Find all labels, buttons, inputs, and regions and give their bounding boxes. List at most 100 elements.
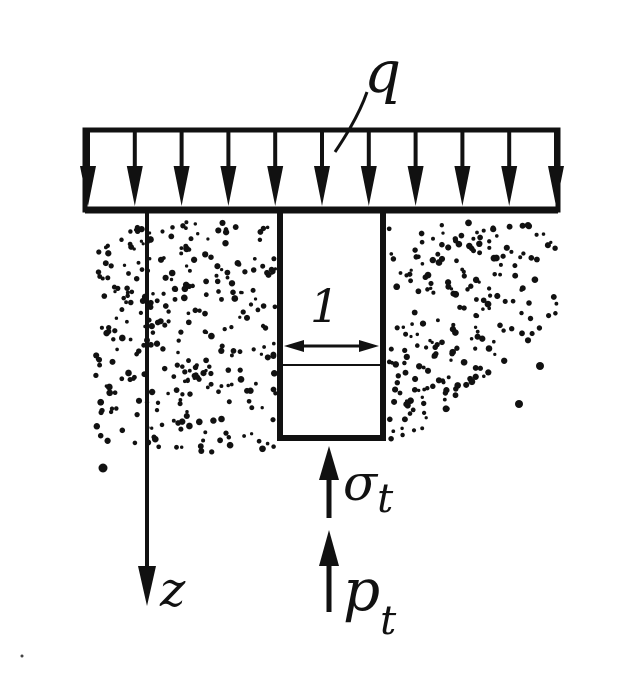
- load-arrowhead: [80, 166, 96, 206]
- soil-dot: [162, 322, 168, 328]
- soil-dot: [550, 293, 557, 300]
- soil-dot: [553, 311, 558, 316]
- soil-dot: [185, 409, 189, 414]
- soil-dot: [452, 392, 459, 399]
- soil-dot: [106, 324, 112, 331]
- soil-dot: [479, 335, 486, 342]
- soil-dot: [424, 271, 432, 279]
- soil-dot: [170, 225, 175, 230]
- soil-dot: [253, 381, 258, 386]
- soil-dot: [126, 271, 131, 276]
- soil-dot: [534, 232, 539, 237]
- soil-dot: [445, 283, 452, 290]
- soil-dot: [217, 437, 223, 444]
- soil-dot: [119, 427, 126, 434]
- soil-dot: [147, 304, 154, 310]
- soil-dot: [416, 363, 423, 370]
- soil-dot: [101, 293, 108, 299]
- soil-dot: [270, 353, 277, 359]
- soil-dot: [518, 255, 523, 260]
- soil-dot: [413, 254, 419, 260]
- soil-dot: [97, 362, 103, 368]
- soil-dot: [184, 220, 189, 225]
- soil-dot: [128, 337, 133, 342]
- soil-dot: [441, 231, 445, 235]
- soil-dot: [97, 398, 105, 406]
- soil-dot: [389, 252, 394, 256]
- soil-dot: [500, 253, 506, 259]
- soil-dot: [151, 291, 155, 296]
- soil-dot: [485, 369, 492, 376]
- soil-dot: [412, 247, 418, 253]
- soil-dot: [253, 297, 258, 301]
- soil-dot: [250, 287, 256, 293]
- soil-dot: [465, 287, 470, 292]
- soil-dot: [431, 352, 438, 359]
- soil-dot: [187, 391, 193, 397]
- soil-dot: [503, 244, 510, 251]
- soil-dot: [176, 350, 180, 355]
- soil-dot: [173, 387, 180, 393]
- soil-dot: [172, 296, 178, 302]
- soil-dot: [180, 294, 188, 302]
- soil-dot: [271, 256, 277, 262]
- soil-dot: [412, 386, 418, 393]
- soil-dot: [449, 358, 453, 362]
- soil-dot: [184, 226, 188, 230]
- soil-dot: [228, 280, 236, 287]
- soil-dot: [238, 315, 242, 319]
- soil-dot: [451, 322, 456, 327]
- load-arrowhead: [454, 166, 471, 206]
- soil-dot: [490, 254, 498, 262]
- soil-dot: [544, 242, 551, 249]
- soil-dot: [502, 298, 508, 304]
- soil-dot: [192, 307, 199, 314]
- soil-dot: [207, 364, 212, 369]
- soil-dot: [429, 286, 433, 290]
- soil-dot: [196, 232, 200, 236]
- soil-dot: [482, 374, 486, 379]
- soil-dot: [171, 285, 179, 293]
- soil-dot: [186, 311, 191, 316]
- soil-dot: [260, 225, 267, 232]
- soil-dot: [121, 295, 126, 301]
- soil-dot: [439, 339, 445, 346]
- soil-dot: [127, 377, 133, 383]
- soil-dot: [512, 272, 519, 279]
- soil-dot: [112, 328, 118, 334]
- soil-dot: [528, 255, 535, 261]
- soil-dot: [525, 222, 533, 230]
- soil-dot: [549, 240, 553, 245]
- soil-dot: [171, 374, 177, 379]
- soil-dot: [512, 263, 518, 269]
- soil-dot: [435, 259, 443, 266]
- soil-dot: [428, 338, 432, 343]
- soil-dot: [186, 283, 192, 290]
- soil-dot: [422, 387, 427, 392]
- soil-dot: [115, 347, 119, 352]
- soil-dot: [411, 428, 417, 433]
- soil-dot: [490, 225, 496, 231]
- scan-speck: [20, 654, 24, 658]
- soil-dot: [141, 342, 147, 348]
- soil-dot: [133, 275, 140, 282]
- soil-dot: [102, 260, 109, 267]
- soil-dot: [421, 365, 426, 370]
- soil-dot: [484, 300, 492, 308]
- soil-dot: [218, 415, 225, 423]
- soil-dot: [96, 249, 102, 255]
- soil-dot: [468, 245, 475, 252]
- soil-dot: [476, 240, 483, 247]
- soil-dot: [219, 296, 224, 302]
- soil-dot: [460, 358, 468, 366]
- soil-dot: [203, 278, 209, 285]
- width-arrowhead-left: [284, 340, 304, 352]
- soil-dot: [98, 463, 108, 473]
- soil-dot: [536, 325, 543, 331]
- soil-dot: [216, 289, 221, 294]
- soil-dot: [242, 269, 248, 275]
- soil-dot: [226, 399, 232, 405]
- soil-dot: [119, 376, 125, 382]
- soil-dot: [485, 345, 493, 352]
- load-arrowhead: [314, 166, 330, 206]
